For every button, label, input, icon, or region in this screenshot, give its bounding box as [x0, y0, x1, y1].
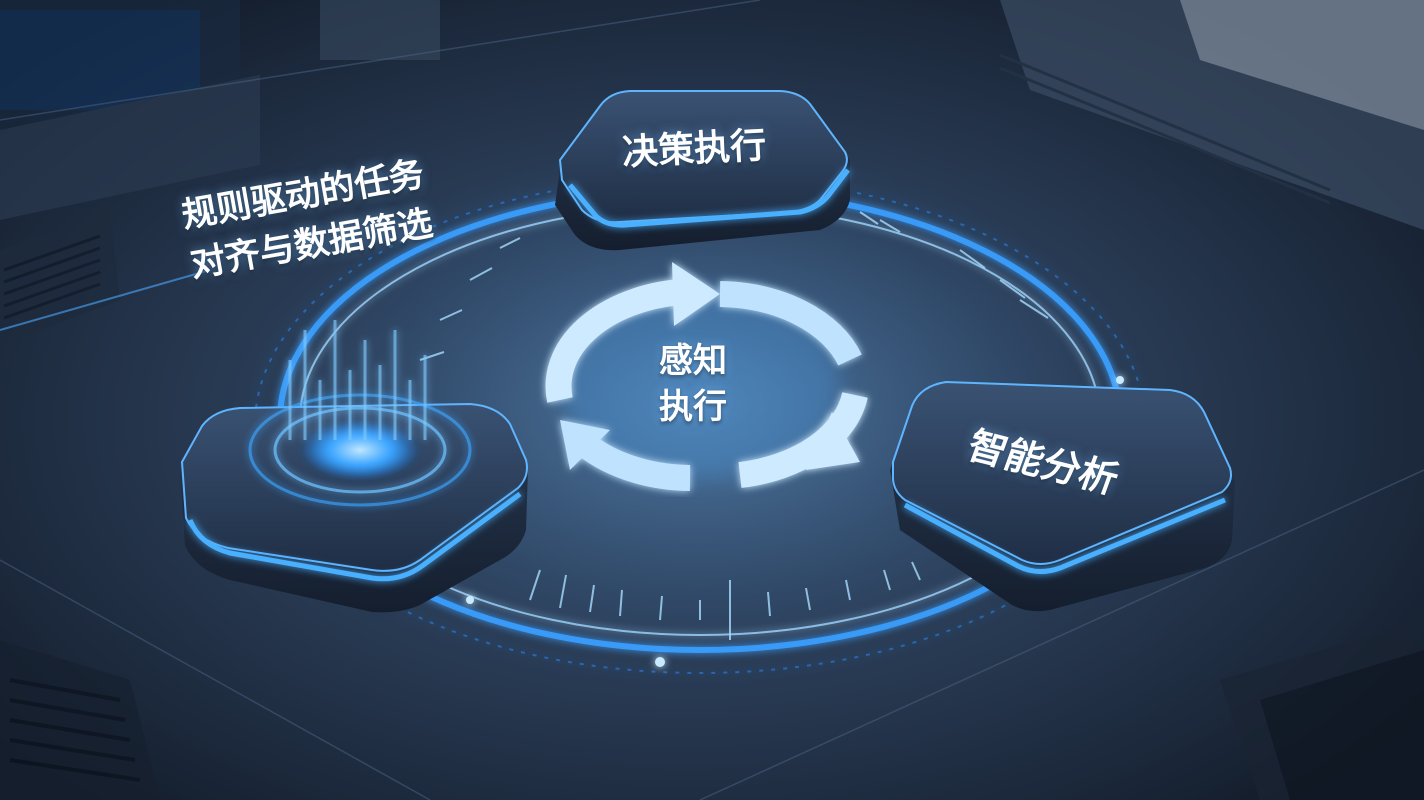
node-left-box: [180, 402, 528, 613]
node-top-label: 决策执行: [621, 125, 768, 174]
data-hologram-icon: [248, 320, 472, 507]
center-label-line1: 感知: [659, 341, 727, 381]
side-connector: [0, 269, 211, 331]
node-top-box: [555, 90, 850, 251]
center-label-line2: 执行: [659, 387, 727, 427]
cycle-arrows-icon: [545, 262, 868, 491]
node-right-box: [890, 380, 1235, 612]
center-label: 感知 执行: [648, 338, 738, 430]
ring-ticks: [419, 211, 1049, 640]
